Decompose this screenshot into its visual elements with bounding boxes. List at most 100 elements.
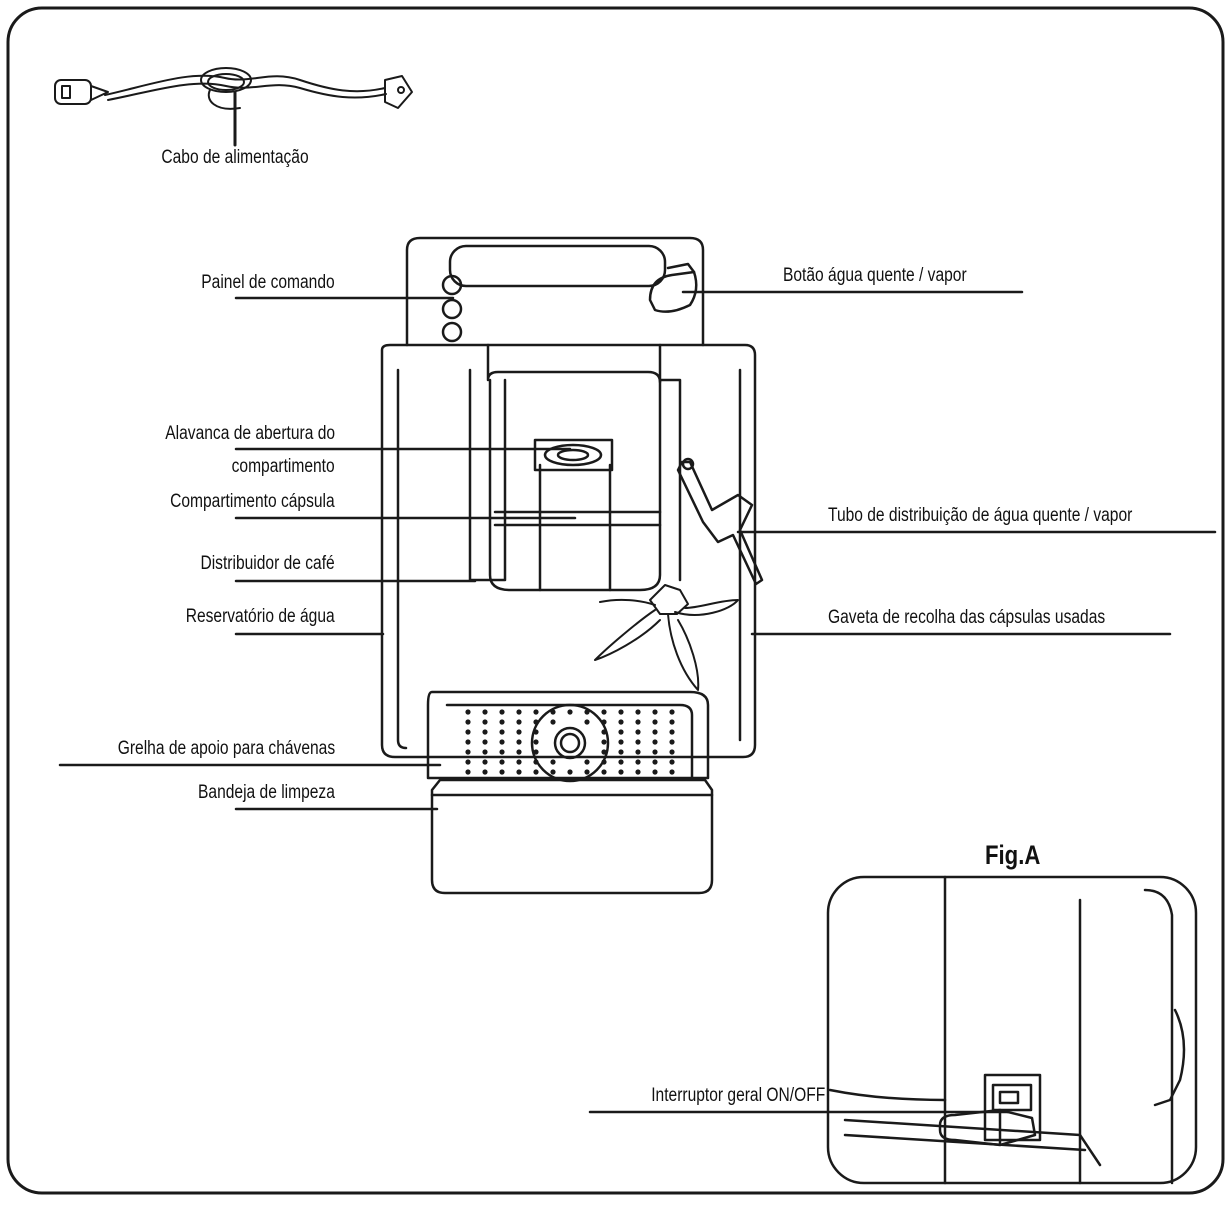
grid-dot [669,749,675,755]
label-power-cable: Cabo de alimentação [161,147,309,168]
grid-dot [482,719,488,725]
grid-dot [652,769,658,775]
grid-dot [533,749,539,755]
outer-frame [6,6,1225,1195]
hot-water-button-illustration [648,262,698,313]
grid-dot [533,709,539,715]
machine-body [380,236,757,759]
grid-dot [533,729,539,735]
grid-dot [601,709,607,715]
grid-dot [482,709,488,715]
capsule-drawer-illustration [594,584,739,691]
grid-dot [533,719,539,725]
label-main-switch: Interruptor geral ON/OFF [650,1085,825,1106]
grid-dot [516,769,522,775]
grid-dot [550,719,556,725]
grid-dot [652,729,658,735]
grid-dot [618,719,624,725]
grid-dot [635,739,641,745]
grid-dot [516,709,522,715]
grid-dot [550,769,556,775]
grid-dot [584,709,590,715]
label-hot-water-button: Botão água quente / vapor [783,265,967,286]
grid-dot [669,739,675,745]
grid-dot [465,759,471,765]
label-lever-line2: compartimento [231,456,335,477]
grid-dot [669,729,675,735]
grid-dot [499,769,505,775]
grid-dot [635,769,641,775]
label-coffee-dispenser: Distribuidor de café [200,553,335,574]
steam-tube-illustration [676,457,764,586]
figure-title: Fig.A [985,840,1041,870]
grid-dot [601,749,607,755]
grid-dot [482,749,488,755]
grid-dot [533,739,539,745]
grid-dot [533,759,539,765]
grid-dot [499,709,505,715]
grid-dot [601,739,607,745]
grid-dot [482,769,488,775]
grid-dot [652,759,658,765]
grid-dot [567,709,573,715]
grid-dot [652,739,658,745]
grid-dot [499,729,505,735]
grid-dot [669,719,675,725]
label-capsule-drawer: Gaveta de recolha das cápsulas usadas [828,607,1106,628]
grid-dot [635,749,641,755]
grid-dot [601,729,607,735]
grid-dot [584,769,590,775]
label-lever: Alavanca de abertura do [165,423,335,444]
label-control-panel: Painel de comando [201,272,335,293]
label-water-tank: Reservatório de água [186,606,335,627]
grid-dot [465,739,471,745]
label-cup-grid: Grelha de apoio para chávenas [117,738,335,759]
grid-dot [516,749,522,755]
grid-dot [516,739,522,745]
fig-a-inset [826,875,1198,1185]
grid-dot [465,729,471,735]
grid-dot [499,759,505,765]
grid-dot [482,729,488,735]
grid-dot [618,739,624,745]
grid-dot [584,719,590,725]
grid-dot [618,769,624,775]
grid-dot [618,729,624,735]
grid-dot [533,769,539,775]
drip-tray-illustration [426,690,714,895]
grid-dot [601,759,607,765]
grid-dot [465,769,471,775]
grid-dot [601,769,607,775]
leader-lines [58,290,1217,1114]
grid-dot [618,749,624,755]
grid-dot [465,719,471,725]
grid-dot [550,759,556,765]
grid-dot [465,749,471,755]
label-capsule-compartment: Compartimento cápsula [170,491,335,512]
grid-dot [635,719,641,725]
grid-dot [550,709,556,715]
grid-dot [516,759,522,765]
grid-dot [652,749,658,755]
grid-dot [618,759,624,765]
grid-dot [499,739,505,745]
grid-dot [618,709,624,715]
grid-dot [584,759,590,765]
grid-dot [652,719,658,725]
grid-dot [669,759,675,765]
grid-dot [669,709,675,715]
grid-dot [669,769,675,775]
grid-dot [465,709,471,715]
grid-dot [601,719,607,725]
grid-dot [635,729,641,735]
grid-dot [482,739,488,745]
grid-dot [516,729,522,735]
grid-dot [567,769,573,775]
grid-dot [652,709,658,715]
grid-dot [499,749,505,755]
control-panel-buttons [441,274,463,343]
grid-dot [482,759,488,765]
power-cable-illustration [54,67,413,147]
